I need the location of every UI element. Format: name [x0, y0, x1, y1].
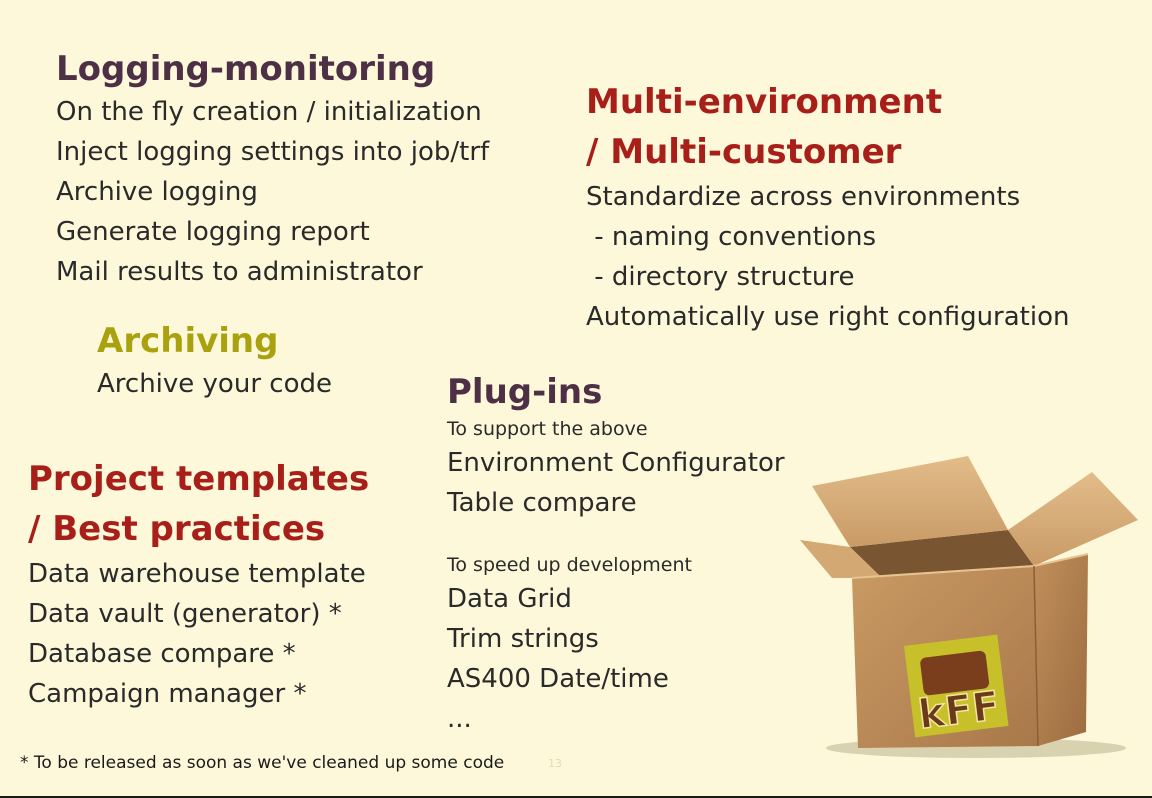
multi-customer-heading: / Multi-customer	[586, 132, 902, 172]
logging-item: Inject logging settings into job/trf	[56, 137, 490, 167]
plugin-item: Trim strings	[447, 624, 599, 654]
templates-section: Project templates / Best practices Data …	[28, 454, 369, 714]
spacer	[447, 523, 785, 551]
multi-environment-heading: Multi-environment	[586, 82, 943, 122]
best-practices-heading: / Best practices	[28, 509, 326, 549]
bottom-rule	[0, 796, 1152, 798]
archiving-heading: Archiving	[97, 321, 279, 361]
multi-env-item: - naming conventions	[586, 222, 877, 252]
kff-logo-icon: kFF	[904, 634, 1009, 739]
plugins-subtitle-support: To support the above	[447, 418, 648, 440]
template-item: Data warehouse template	[28, 559, 366, 589]
plugin-item: Data Grid	[447, 584, 572, 614]
multi-env-item: Automatically use right configuration	[586, 302, 1070, 332]
plugins-section: Plug-ins To support the above Environmen…	[447, 369, 785, 739]
archiving-item: Archive your code	[97, 369, 332, 399]
page-number: 13	[548, 757, 562, 770]
plugin-item: Environment Configurator	[447, 448, 785, 478]
logging-item: Generate logging report	[56, 217, 370, 247]
logging-item: Mail results to administrator	[56, 257, 423, 287]
footnote: * To be released as soon as we've cleane…	[20, 753, 505, 773]
box-side-face	[1034, 554, 1088, 746]
logging-item: On the fly creation / initialization	[56, 97, 482, 127]
logging-heading: Logging-monitoring	[56, 49, 436, 89]
logging-item: Archive logging	[56, 177, 258, 207]
archiving-section: Archiving Archive your code	[97, 318, 332, 404]
multi-env-item: - directory structure	[586, 262, 855, 292]
multi-env-item: Standardize across environments	[586, 182, 1021, 212]
plugins-subtitle-speed: To speed up development	[447, 554, 692, 576]
logging-section: Logging-monitoring On the fly creation /…	[56, 46, 489, 292]
kff-logo-text: kFF	[916, 683, 1002, 739]
cardboard-box-illustration: kFF	[800, 456, 1138, 758]
template-item: Database compare *	[28, 639, 296, 669]
multi-environment-section: Multi-environment / Multi-customer Stand…	[586, 77, 1069, 337]
template-item: Campaign manager *	[28, 679, 307, 709]
plugins-heading: Plug-ins	[447, 372, 603, 412]
box-flap-back	[812, 456, 1008, 547]
plugin-item: ...	[447, 704, 472, 734]
box-interior	[850, 530, 1034, 578]
plugin-item: AS400 Date/time	[447, 664, 669, 694]
template-item: Data vault (generator) *	[28, 599, 342, 629]
box-flap-right	[1008, 472, 1138, 566]
plugin-item: Table compare	[447, 488, 637, 518]
templates-heading: Project templates	[28, 459, 370, 499]
box-flap-left	[800, 540, 882, 578]
